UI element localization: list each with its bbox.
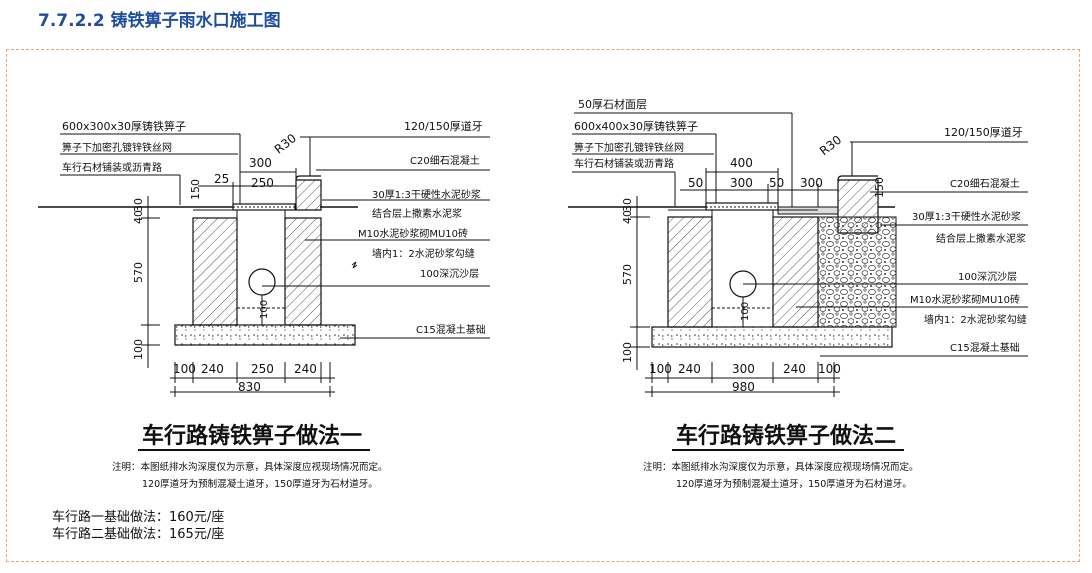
d2-dim-50a: 50 xyxy=(688,176,703,190)
d2-dim-b240a: 240 xyxy=(678,362,701,376)
d1-dim-pipe: 100 xyxy=(259,300,270,319)
d2-dim-b100a: 100 xyxy=(649,362,672,376)
d2-note-1: 注明：本图纸排水沟深度仅为示意，具体深度应视现场情况而定。 xyxy=(643,461,919,473)
d2-label-c15: C15混凝土基础 xyxy=(950,341,1020,354)
d1-dim-v570: 570 xyxy=(132,262,145,283)
d1-dim-300: 300 xyxy=(249,156,272,170)
d1-dim-25: 25 xyxy=(214,172,229,186)
d2-dim-300b: 300 xyxy=(800,176,823,190)
d1-dim-b240a: 240 xyxy=(201,362,224,376)
d2-label-mortar: 30厚1:3干硬性水泥砂浆 xyxy=(912,210,1021,223)
d1-dim-b240b: 240 xyxy=(294,362,317,376)
d1-title: 车行路铸铁箅子做法一 xyxy=(142,423,362,449)
d2-dim-v100: 100 xyxy=(621,342,634,363)
d2-dim-total: 980 xyxy=(732,380,755,394)
d1-dim-250: 250 xyxy=(251,176,274,190)
d2-note-2: 120厚道牙为预制混凝土道牙，150厚道牙为石材道牙。 xyxy=(676,478,912,490)
d1-label-c20: C20细石混凝土 xyxy=(410,154,480,167)
d2-dim-150: 150 xyxy=(873,177,886,198)
d2-dim-b100b: 100 xyxy=(818,362,841,376)
price-road-one: 车行路一基础做法：160元/座 xyxy=(52,510,225,525)
drawing-frame xyxy=(6,49,1080,562)
d2-dim-v30: 30 xyxy=(621,198,634,212)
d1-label-grate: 600x300x30厚铸铁箅子 xyxy=(62,119,186,133)
drawing-one: 600x300x30厚铸铁箅子 箅子下加密孔镀锌铁丝网 车行石材铺装或沥青路 R… xyxy=(38,119,490,490)
d2-dim-b300: 300 xyxy=(732,362,755,376)
drawing-two: 50厚石材面层 600x400x30厚铸铁箅子 箅子下加密孔镀锌铁丝网 车行石材… xyxy=(568,97,1028,490)
d2-dim-pipe: 100 xyxy=(740,302,751,321)
page-heading: 7.7.2.2 铸铁箅子雨水口施工图 xyxy=(38,11,281,31)
d1-dim-v40: 40 xyxy=(132,210,145,224)
d2-label-cement: 结合层上撒素水泥浆 xyxy=(936,232,1026,245)
d1-dim-b250: 250 xyxy=(251,362,274,376)
d1-note-2: 120厚道牙为预制混凝土道牙，150厚道牙为石材道牙。 xyxy=(142,478,378,490)
d1-dim-v30: 30 xyxy=(132,198,145,212)
d2-dim-50b: 50 xyxy=(769,176,784,190)
d1-note-1: 注明：本图纸排水沟深度仅为示意，具体深度应视现场情况而定。 xyxy=(112,461,388,473)
d1-dim-150: 150 xyxy=(189,179,202,200)
d2-dim-v40: 40 xyxy=(621,210,634,224)
d2-label-stone: 50厚石材面层 xyxy=(578,97,647,111)
d1-label-mortar: 30厚1:3干硬性水泥砂浆 xyxy=(372,188,481,201)
d1-label-joint: 墙内1：2水泥砂浆勾缝 xyxy=(372,247,475,260)
d1-label-sand: 100深沉沙层 xyxy=(420,267,479,280)
d2-dim-b240b: 240 xyxy=(783,362,806,376)
d1-label-cement: 结合层上撒素水泥浆 xyxy=(372,207,462,220)
d2-label-joint: 墙内1：2水泥砂浆勾缝 xyxy=(924,313,1027,326)
d2-label-curb: 120/150厚道牙 xyxy=(944,125,1023,139)
d2-label-mesh: 箅子下加密孔镀锌铁丝网 xyxy=(574,141,684,154)
d2-dim-300: 300 xyxy=(730,176,753,190)
d1-label-c15: C15混凝土基础 xyxy=(416,323,486,336)
d2-label-paving: 车行石材铺装或沥青路 xyxy=(574,157,674,170)
d1-label-brick: M10水泥砂浆砌MU10砖 xyxy=(358,227,468,240)
d1-label-paving: 车行石材铺装或沥青路 xyxy=(62,161,162,174)
d1-dim-total: 830 xyxy=(238,380,261,394)
d1-label-mesh: 箅子下加密孔镀锌铁丝网 xyxy=(62,141,172,154)
d2-label-grate: 600x400x30厚铸铁箅子 xyxy=(574,119,698,133)
d2-label-c20: C20细石混凝土 xyxy=(950,177,1020,190)
d2-label-sand: 100深沉沙层 xyxy=(958,270,1017,283)
d2-dim-v570: 570 xyxy=(621,264,634,285)
d1-label-curb: 120/150厚道牙 xyxy=(404,119,483,133)
d2-radius-label: R30 xyxy=(817,133,844,159)
d1-dim-v100: 100 xyxy=(132,339,145,360)
d1-radius-label: R30 xyxy=(272,131,299,157)
d2-label-brick: M10水泥砂浆砌MU10砖 xyxy=(910,293,1020,306)
d2-dim-400: 400 xyxy=(730,156,753,170)
price-road-two: 车行路二基础做法：165元/座 xyxy=(52,527,225,542)
d1-dim-b100a: 100 xyxy=(173,362,196,376)
d2-title: 车行路铸铁箅子做法二 xyxy=(676,423,896,449)
